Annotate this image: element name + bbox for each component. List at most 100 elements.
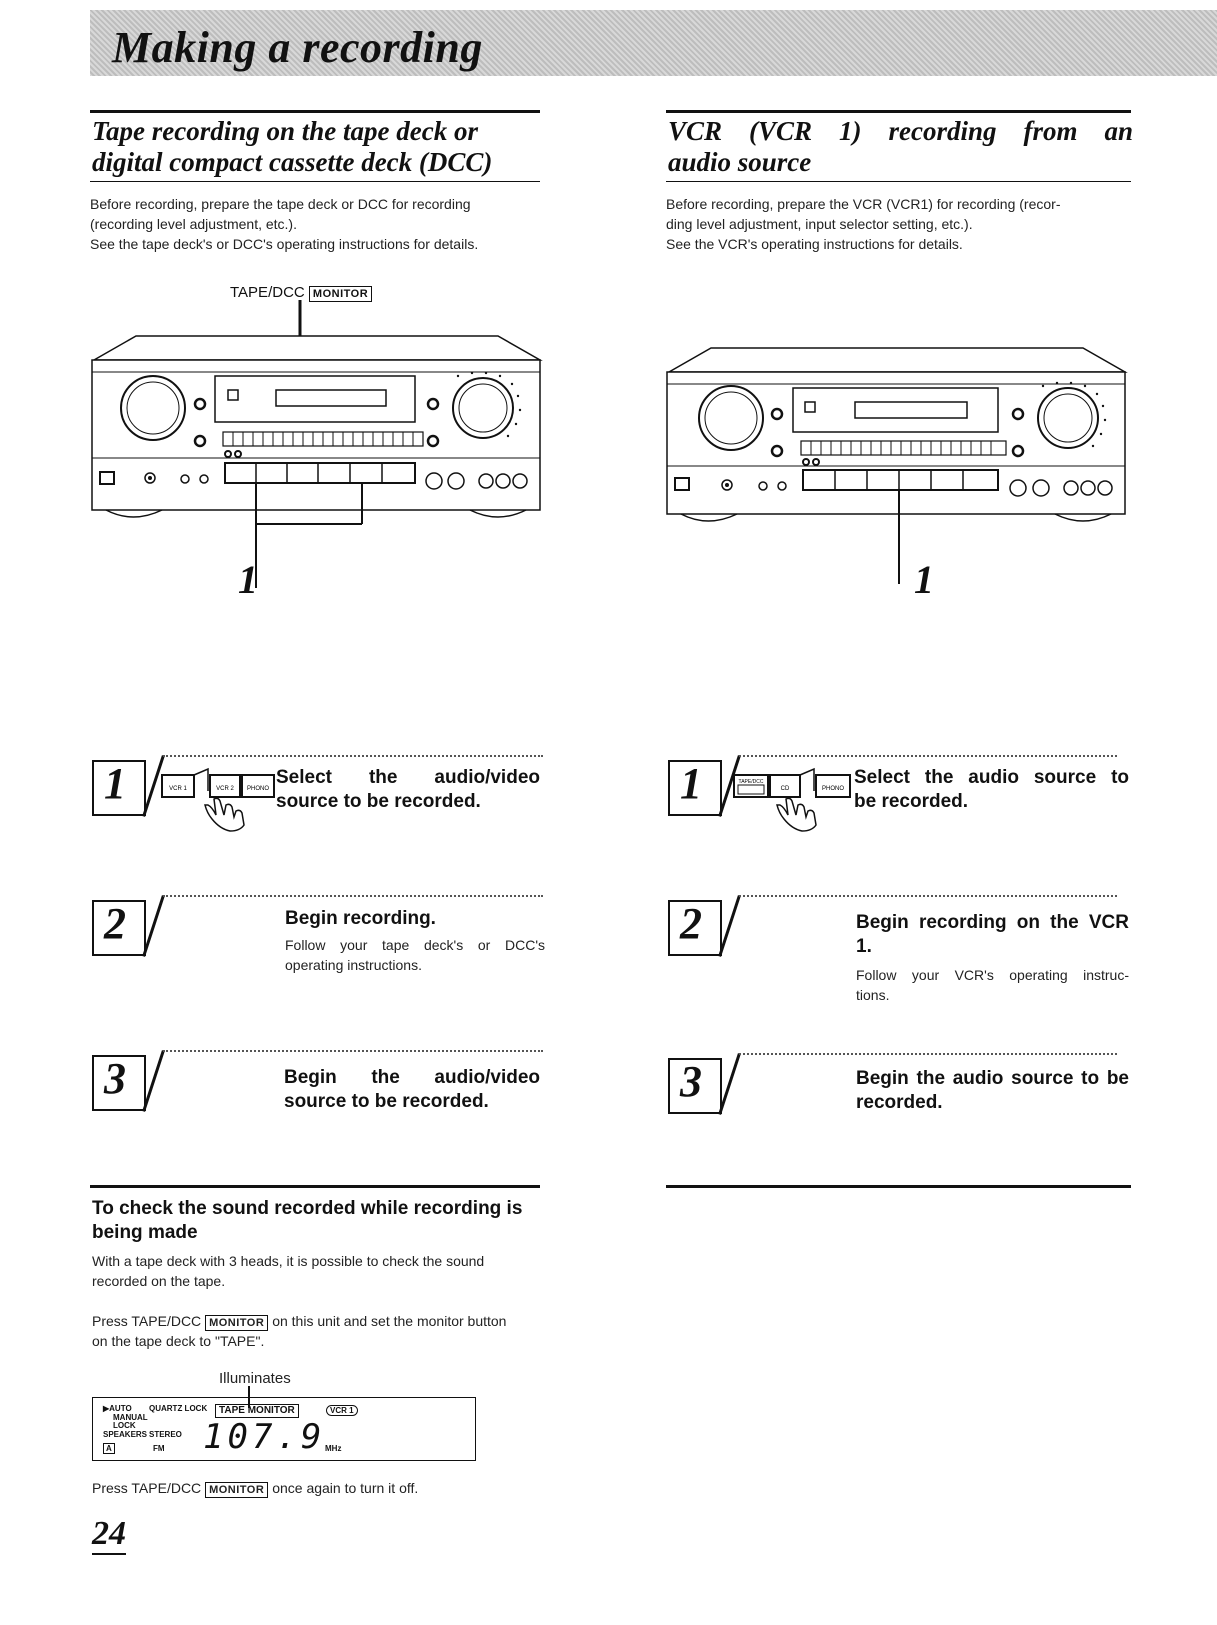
step-title-line2: source to be recorded.	[284, 1091, 489, 1112]
lcd-manual: MANUAL	[113, 1413, 148, 1422]
lcd-quartz-lock: QUARTZ LOCK	[149, 1404, 208, 1413]
left-step-3-title: Begin the audio/video source to be recor…	[284, 1066, 540, 1114]
step-desc-line1: Follow your VCR's operating instruc-	[856, 967, 1129, 983]
vcr2-button-label: VCR 2	[216, 786, 234, 792]
right-step-2-text: Begin recording on the VCR 1. Follow you…	[856, 911, 1129, 1005]
check-body-line2: recorded on the tape.	[92, 1273, 226, 1289]
left-step-2-number: 2	[104, 899, 126, 948]
check-body-line1: With a tape deck with 3 heads, it is pos…	[92, 1253, 485, 1269]
right-intro-line2: ding level adjustment, input selector se…	[666, 216, 973, 232]
step-divider-dots	[163, 1050, 543, 1052]
callout-prefix: TAPE/DCC	[230, 284, 305, 301]
right-intro-line3: See the VCR's operating instructions for…	[666, 236, 963, 252]
left-heading-rule-bottom	[90, 181, 540, 182]
left-intro-line1: Before recording, prepare the tape deck …	[90, 196, 471, 212]
step-desc-line2: tions.	[856, 987, 890, 1003]
step-divider-dots	[739, 895, 1117, 897]
title-banner	[90, 10, 1217, 76]
illuminates-label: Illuminates	[219, 1370, 291, 1387]
step-title-line2: source to be recorded.	[276, 791, 481, 812]
right-step-3-title: Begin the audio source to be recorded.	[856, 1067, 1129, 1115]
press-again-instruction: Press TAPE/DCC MONITOR once again to tur…	[92, 1478, 552, 1498]
right-intro-line1: Before recording, prepare the VCR (VCR1)…	[666, 196, 1061, 212]
check-section-rule	[90, 1185, 540, 1188]
press1-prefix: Press TAPE/DCC	[92, 1313, 202, 1329]
right-step-2-number: 2	[680, 899, 702, 948]
left-callout-number: 1	[238, 557, 258, 602]
page-title: Making a recording	[112, 23, 483, 72]
right-heading-rule-bottom	[666, 181, 1131, 182]
pointing-hand-icon	[204, 797, 245, 832]
left-intro-line3: See the tape deck's or DCC's operating i…	[90, 236, 479, 252]
right-step-3-box	[668, 1058, 722, 1114]
lcd-stereo: STEREO	[149, 1430, 182, 1439]
step-title-line1: Select the audio/video	[276, 767, 540, 788]
step-desc-line1: Follow your tape deck's or DCC's	[285, 937, 545, 953]
page-number: 24	[92, 1515, 126, 1555]
press1-suffix: on this unit and set the monitor button	[272, 1313, 507, 1329]
right-receiver-illustration	[666, 347, 1128, 584]
phono-button-label: PHONO	[822, 786, 844, 792]
left-heading: Tape recording on the tape deck or digit…	[92, 116, 542, 178]
phono-button-label: PHONO	[247, 786, 269, 792]
monitor-button-label: MONITOR	[308, 286, 373, 302]
step-title-line1: Select the audio source to	[854, 767, 1129, 788]
right-intro: Before recording, prepare the VCR (VCR1)…	[666, 194, 1136, 254]
check-heading: To check the sound recorded while record…	[92, 1197, 552, 1245]
input-selector-buttons-illustration: TAPE/DCC CD PHONO	[733, 767, 851, 832]
tape-dcc-monitor-callout: TAPE/DCC MONITOR	[230, 284, 373, 302]
check-body: With a tape deck with 3 heads, it is pos…	[92, 1251, 552, 1291]
right-callout-number: 1	[914, 557, 934, 602]
pointing-hand-icon	[776, 797, 817, 832]
step-title-line1: Begin recording on the VCR	[856, 912, 1129, 933]
lcd-auto: ▶AUTO	[103, 1404, 132, 1413]
left-heading-line2: digital compact cassette deck (DCC)	[92, 147, 493, 177]
right-step-1-box	[668, 760, 722, 816]
illuminates-pointer	[248, 1386, 250, 1408]
step-divider-dots	[739, 755, 1117, 757]
step-title-line1: Begin the audio/video	[284, 1067, 540, 1088]
press-monitor-instruction: Press TAPE/DCC MONITOR on this unit and …	[92, 1311, 552, 1351]
tape-dcc-button-label: TAPE/DCC	[739, 779, 764, 785]
left-step-2-box	[92, 900, 146, 956]
lcd-vcr1-indicator: VCR 1	[326, 1405, 358, 1416]
lcd-display: ▶AUTO QUARTZ LOCK MANUAL LOCK SPEAKERS S…	[92, 1386, 476, 1461]
step-divider-dots	[739, 1053, 1117, 1055]
step-title-line2: be recorded.	[854, 791, 969, 812]
right-heading: VCR (VCR 1) recording from an audio sour…	[668, 116, 1133, 178]
right-step-1-number: 1	[680, 759, 702, 808]
cd-button-label: CD	[781, 786, 790, 792]
left-step-3-number: 3	[104, 1054, 126, 1103]
left-heading-line1: Tape recording on the tape deck or	[92, 116, 478, 146]
press1-line2: on the tape deck to "TAPE".	[92, 1333, 265, 1349]
left-intro: Before recording, prepare the tape deck …	[90, 194, 545, 254]
lcd-tape-monitor-indicator: TAPE MONITOR	[215, 1404, 299, 1418]
vcr1-button-label: VCR 1	[169, 786, 187, 792]
press2-suffix: once again to turn it off.	[272, 1480, 419, 1496]
right-step-1-title: Select the audio source to be recorded.	[854, 766, 1129, 814]
input-selector-buttons-illustration: VCR 1 VCR 2 PHONO	[161, 767, 275, 832]
left-intro-line2: (recording level adjustment, etc.).	[90, 216, 297, 232]
left-step-1-title: Select the audio/video source to be reco…	[276, 766, 540, 814]
right-heading-rule-top	[666, 110, 1131, 113]
step-divider-dots	[163, 895, 543, 897]
check-heading-line1: To check the sound recorded while record…	[92, 1198, 523, 1219]
check-heading-line2: being made	[92, 1222, 198, 1243]
step-number: 1	[104, 759, 126, 808]
right-step-3-number: 3	[680, 1057, 702, 1106]
left-step-2-text: Begin recording. Follow your tape deck's…	[285, 907, 545, 975]
step-title-line2: 1.	[856, 936, 872, 957]
step-title-line2: recorded.	[856, 1092, 943, 1113]
right-heading-line1: VCR (VCR 1) recording from an	[668, 116, 1133, 146]
left-step-3-box	[92, 1055, 146, 1111]
step-number-box	[92, 760, 146, 816]
left-heading-rule-top	[90, 110, 540, 113]
lcd-frequency: 107.9	[203, 1417, 326, 1457]
left-receiver-illustration	[91, 300, 543, 588]
lcd-mhz: MHz	[325, 1444, 342, 1453]
right-heading-line2: audio source	[668, 147, 812, 177]
step-title: Begin recording.	[285, 908, 436, 929]
right-step-2-box	[668, 900, 722, 956]
lcd-lock: LOCK	[113, 1421, 136, 1430]
step-divider-dots	[163, 755, 543, 757]
